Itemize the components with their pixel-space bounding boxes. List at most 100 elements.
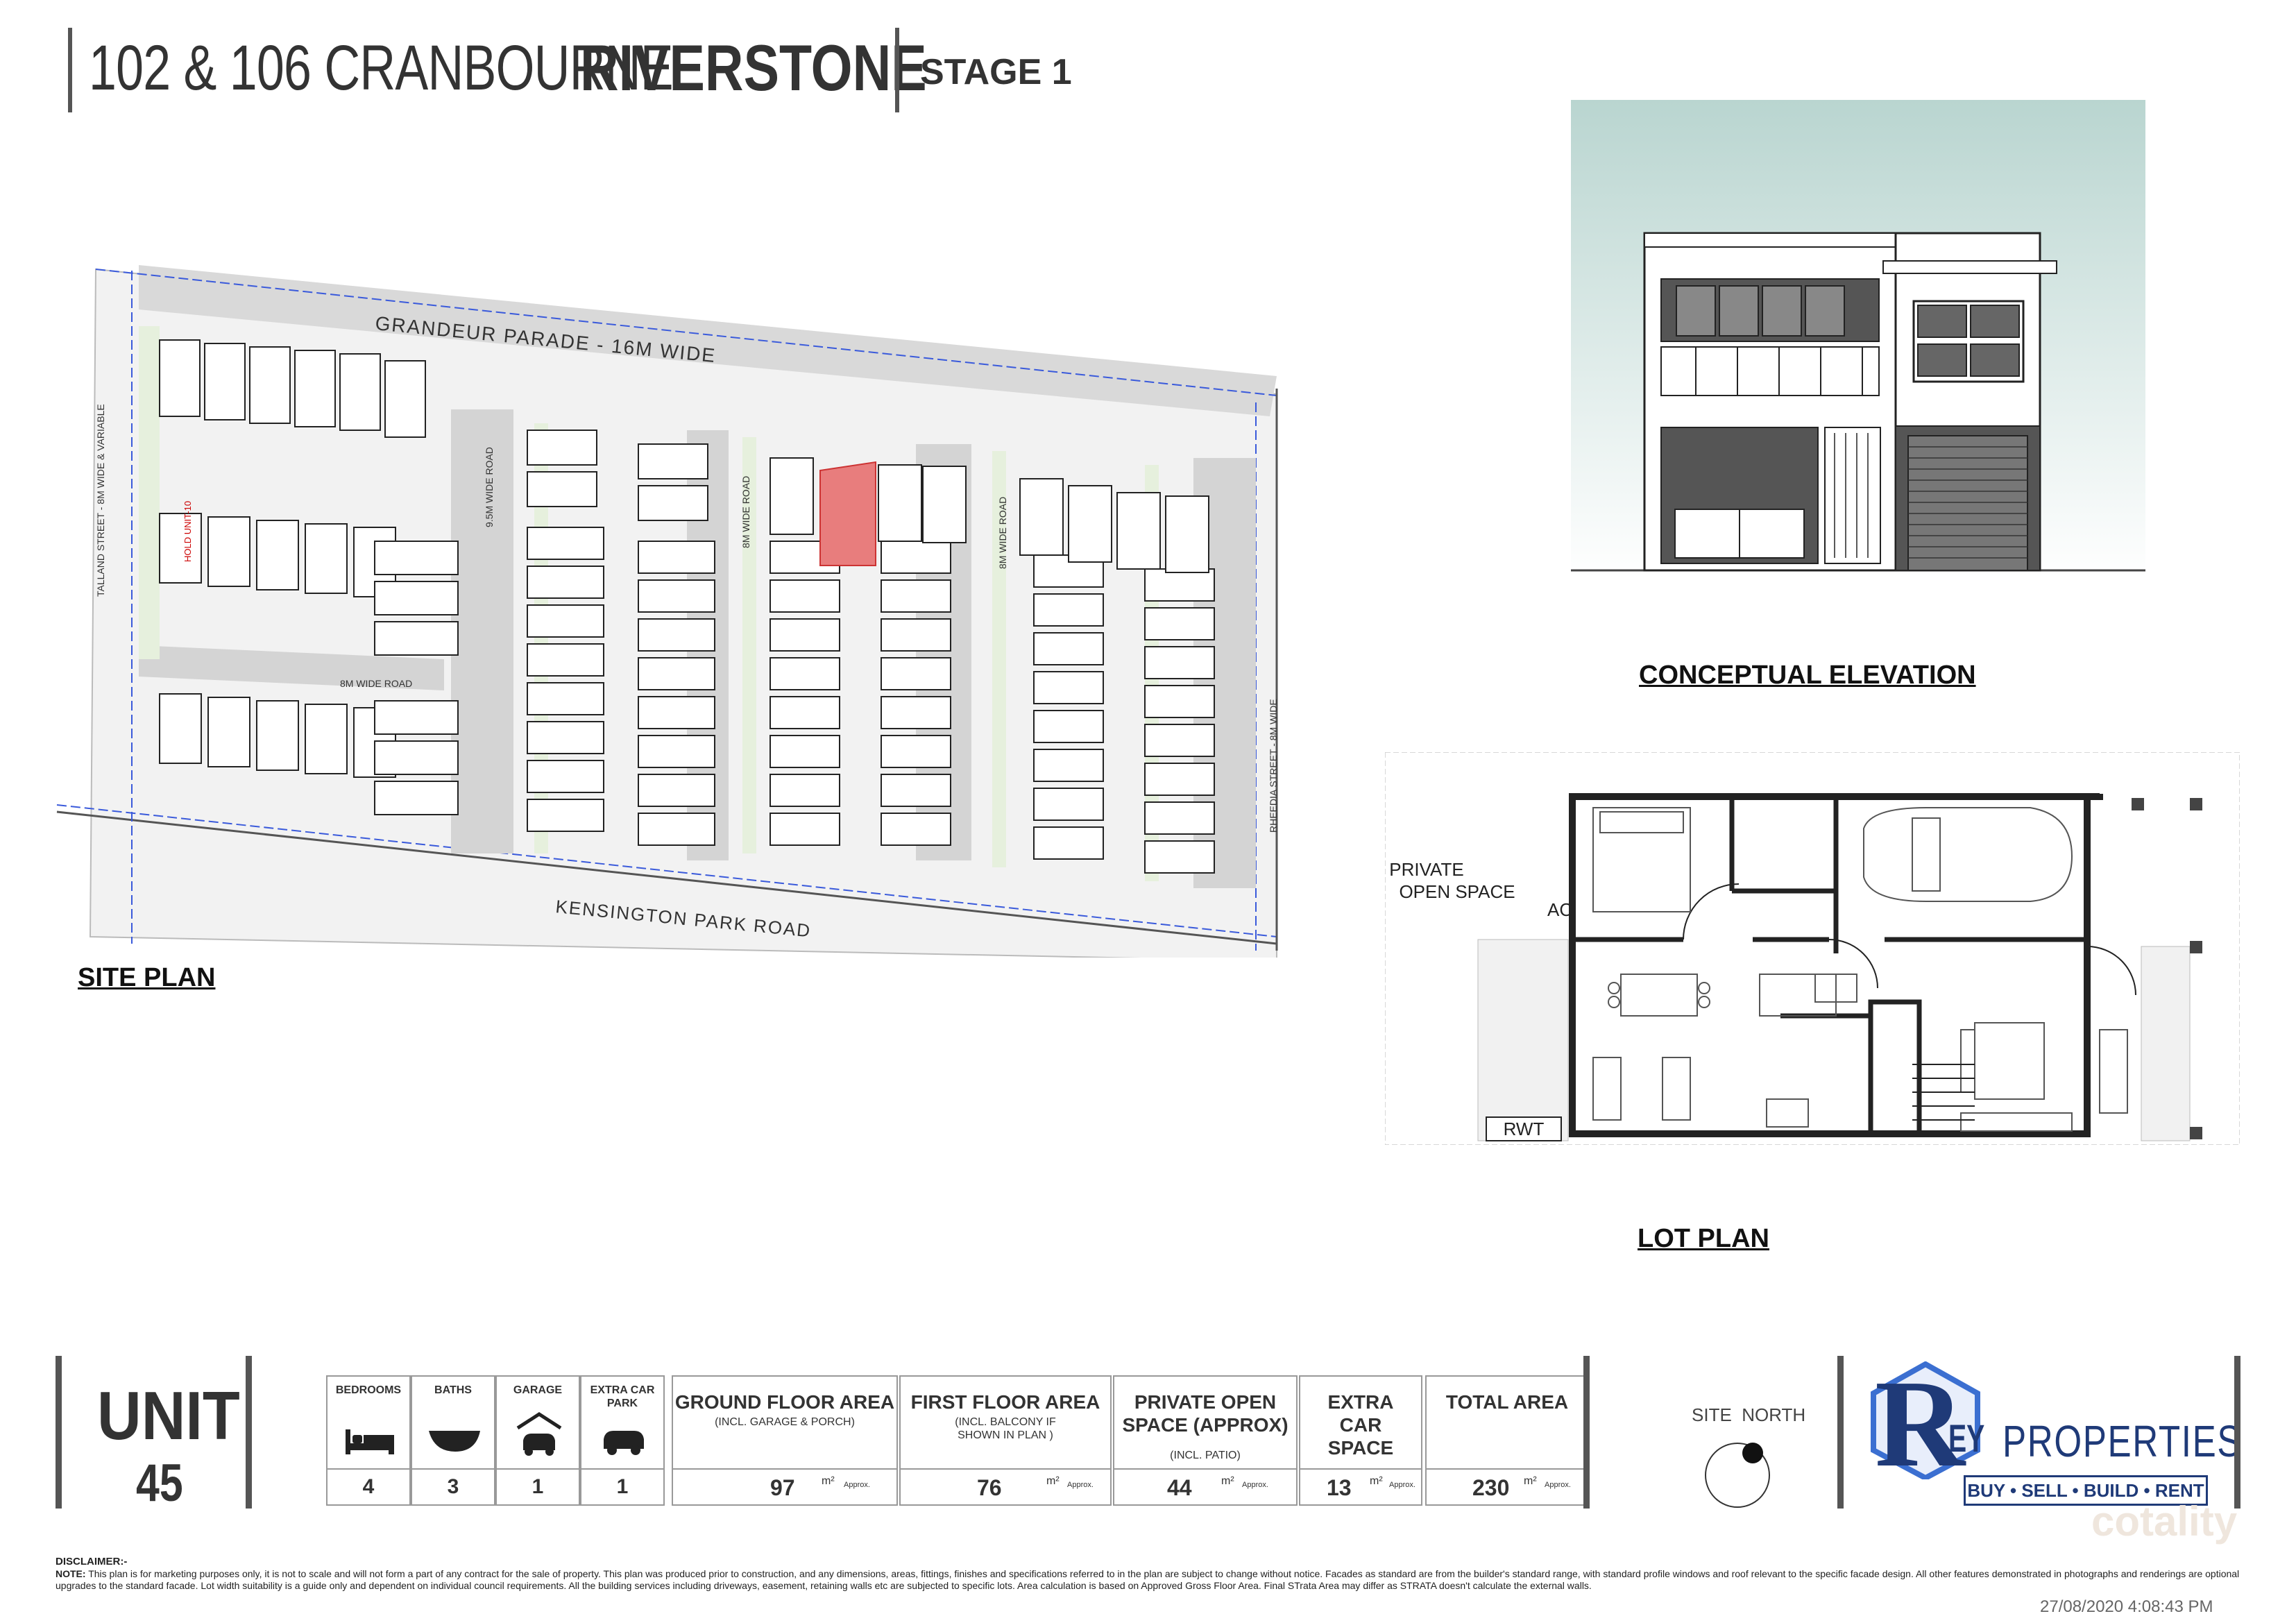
- lot-outline: [922, 466, 967, 543]
- header-stage: STAGE 1: [920, 52, 1072, 92]
- header-divider-right: [895, 28, 899, 112]
- disclaimer-title: DISCLAIMER:-: [56, 1556, 128, 1567]
- lot-outline: [159, 513, 202, 584]
- lot-outline: [305, 704, 348, 774]
- spec-baths-value: 3: [447, 1475, 459, 1498]
- lot-outline: [374, 700, 459, 735]
- rey-properties-logo: R EY PROPERTIES BUY • SELL • BUILD • REN…: [1866, 1354, 2240, 1545]
- lot-outline: [527, 682, 604, 715]
- spec-first-floor-area: FIRST FLOOR AREA (INCL. BALCONY IF SHOWN…: [899, 1375, 1112, 1506]
- spec-baths: BATHS 3: [411, 1375, 495, 1506]
- lot-outline: [1144, 763, 1215, 796]
- lot-outline: [1033, 632, 1104, 665]
- unit-m2: m²: [1370, 1475, 1383, 1487]
- spec-garage: GARAGE 1: [495, 1375, 580, 1506]
- lot-outline: [769, 735, 840, 768]
- spec-ground-floor-label: GROUND FLOOR AREA: [674, 1391, 895, 1413]
- lot-outline: [159, 693, 202, 764]
- lot-outline: [1033, 788, 1104, 821]
- road-label-8m: 8M WIDE ROAD: [340, 678, 412, 689]
- lot-outline: [527, 721, 604, 754]
- lot-outline: [638, 579, 715, 613]
- spec-first-floor-label: FIRST FLOOR AREA: [910, 1391, 1100, 1413]
- conceptual-elevation-drawing: [1571, 100, 2145, 579]
- lot-outline: [881, 735, 951, 768]
- spec-private-open-label: PRIVATE OPEN SPACE (APPROX): [1122, 1391, 1289, 1436]
- lot-outline: [1144, 646, 1215, 679]
- lot-outline: [881, 813, 951, 846]
- road-label-95m: 9.5M WIDE ROAD: [484, 447, 495, 527]
- lot-outline: [204, 343, 246, 420]
- lot-outline: [374, 740, 459, 775]
- bed-icon: [346, 1429, 394, 1454]
- spec-total-area-label: TOTAL AREA: [1445, 1391, 1569, 1413]
- spec-bedrooms: BEDROOMS 4: [326, 1375, 411, 1506]
- strip-divider-unit: [246, 1356, 252, 1509]
- lot-outline: [1019, 478, 1064, 556]
- lot-outline: [374, 541, 459, 575]
- spec-baths-label: BATHS: [434, 1384, 472, 1396]
- north-compass-icon: [1705, 1443, 1770, 1508]
- lot-outline: [1144, 607, 1215, 640]
- disclaimer-note-label: NOTE:: [56, 1568, 86, 1579]
- spec-private-open-space: PRIVATE OPEN SPACE (APPROX) (INCL. PATIO…: [1113, 1375, 1298, 1506]
- lot-outline: [159, 339, 201, 417]
- lot-outline: [527, 799, 604, 832]
- lot-outline: [881, 657, 951, 690]
- lot-outline: [638, 813, 715, 846]
- spec-bedrooms-value: 4: [362, 1475, 375, 1498]
- lot-outline: [638, 541, 715, 574]
- lot-outline: [638, 485, 708, 521]
- elevation-title: CONCEPTUAL ELEVATION: [1639, 661, 1976, 690]
- header-suburb: RIVERSTONE: [580, 31, 927, 104]
- lot-outline: [207, 697, 250, 767]
- lot-outline: [881, 696, 951, 729]
- strip-divider-specs: [1583, 1356, 1590, 1509]
- logo-tagline: BUY • SELL • BUILD • RENT: [1964, 1475, 2208, 1506]
- lot-outline: [374, 581, 459, 615]
- lot-outline: [374, 781, 459, 815]
- car-icon: [604, 1431, 644, 1455]
- spec-extra-car-space-label: EXTRA CAR SPACE: [1327, 1391, 1394, 1459]
- spec-first-floor-sub: (INCL. BALCONY IF SHOWN IN PLAN ): [955, 1416, 1056, 1441]
- hold-unit-label: HOLD UNIT-10: [182, 501, 193, 562]
- lot-outline: [527, 566, 604, 599]
- header-address: 102 & 106 CRANBOURNE: [89, 33, 674, 103]
- spec-extra-car-space: EXTRA CAR SPACE 13 m² Approx.: [1299, 1375, 1422, 1506]
- lot-outline: [881, 579, 951, 613]
- label-private-open-space-2: OPEN SPACE: [1399, 881, 1515, 902]
- lot-outline: [1033, 826, 1104, 860]
- site-plan-lots: [159, 339, 1215, 874]
- lot-outline: [374, 621, 459, 656]
- lot-outline: [249, 346, 291, 424]
- bath-icon: [429, 1431, 480, 1452]
- unit-word: UNIT: [97, 1377, 240, 1454]
- strip-divider-brand-left: [1837, 1356, 1844, 1509]
- spec-bedrooms-label: BEDROOMS: [335, 1384, 402, 1396]
- lot-outline: [769, 579, 840, 613]
- lot-outline: [638, 735, 715, 768]
- lot-outline: [527, 527, 604, 560]
- spec-ground-floor-sub: (INCL. GARAGE & PORCH): [715, 1416, 855, 1428]
- garage-car-outline: [1863, 807, 2073, 902]
- unit-number: 45: [136, 1454, 183, 1513]
- lot-outline: [769, 813, 840, 846]
- hexagon-r-mark: [1871, 1361, 1980, 1479]
- lot-outline: [294, 350, 336, 427]
- lot-outline: [527, 471, 597, 507]
- unit-m2: m²: [1524, 1475, 1537, 1487]
- print-timestamp: 27/08/2020 4:08:43 PM: [2040, 1597, 2213, 1616]
- garage-car-icon: [516, 1412, 562, 1456]
- spec-garage-label: GARAGE: [513, 1384, 563, 1396]
- lot-plan-drawing: PRIVATE OPEN SPACE AC RWT: [1385, 752, 2240, 1145]
- unit-approx: Approx.: [1389, 1481, 1415, 1489]
- lot-outline: [256, 700, 299, 771]
- lot-plan-title: LOT PLAN: [1638, 1224, 1769, 1253]
- site-north-label: SITE NORTH: [1692, 1404, 1806, 1425]
- header-divider-left: [68, 28, 72, 112]
- unit-m2: m²: [1221, 1475, 1234, 1487]
- lot-outline: [881, 774, 951, 807]
- label-private-open-space-1: PRIVATE: [1389, 859, 1463, 880]
- road-label-talland: TALLAND STREET - 8M WIDE & VARIABLE: [95, 404, 106, 597]
- lot-outline: [1144, 724, 1215, 757]
